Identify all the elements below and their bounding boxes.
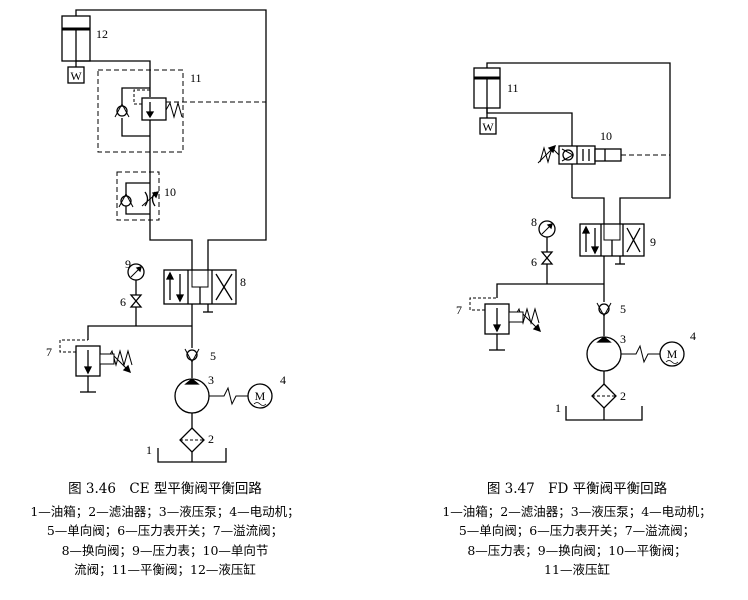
weight-label: W [70, 69, 82, 83]
legend-line: 5—单向阀；6—压力表开关；7—溢流阀； [458, 523, 696, 538]
legend-line: 8—压力表；9—换向阀；10—平衡阀； [467, 542, 687, 558]
figure-title: 图 3.47 FD 平衡阀平衡回路 [486, 481, 668, 497]
caption-left: 图 3.46 CE 型平衡阀平衡回路 1—油箱；2—滤油器；3—液压泵；4—电动… [0, 480, 330, 580]
label-12: 12 [96, 27, 108, 41]
check-valve-5 [596, 302, 612, 318]
label-6: 6 [531, 255, 537, 269]
oil-tank-1 [565, 406, 643, 421]
electric-motor-4: M [247, 383, 273, 409]
throttle-valve-10 [141, 183, 160, 214]
balance-valve-11 [133, 89, 266, 121]
directional-valve-9 [579, 223, 645, 265]
figure-title: 图 3.46 CE 型平衡阀平衡回路 [68, 481, 262, 497]
label-3: 3 [208, 373, 214, 387]
label-2: 2 [620, 389, 626, 403]
label-5: 5 [620, 302, 626, 316]
label-9: 9 [125, 257, 131, 271]
load-weight-left: W [67, 66, 85, 84]
label-9: 9 [650, 235, 656, 249]
motor-label: M [667, 347, 678, 361]
label-3: 3 [620, 332, 626, 346]
balance-valve-10 [537, 144, 670, 165]
hydraulic-cylinder-11 [473, 67, 501, 118]
label-7: 7 [46, 345, 52, 359]
motor-label: M [255, 389, 266, 403]
label-8: 8 [531, 215, 537, 229]
figure-3-47: W [456, 62, 696, 421]
oil-tank-1 [157, 448, 227, 463]
gauge-switch-6 [129, 294, 143, 308]
weight-label: W [482, 120, 494, 134]
label-2: 2 [208, 432, 214, 446]
caption-right: 图 3.47 FD 平衡阀平衡回路 1—油箱；2—滤油器；3—液压泵；4—电动机… [408, 480, 746, 580]
oil-filter-2 [591, 383, 617, 409]
directional-valve-8 [163, 269, 237, 313]
label-4: 4 [280, 373, 286, 387]
label-11: 11 [190, 71, 202, 85]
label-11: 11 [507, 81, 519, 95]
relief-valve-7 [469, 297, 542, 351]
label-5: 5 [210, 349, 216, 363]
legend-line: 流阀；11—平衡阀；12—液压缸 [74, 562, 256, 577]
check-valve-10 [118, 192, 134, 208]
label-4: 4 [690, 329, 696, 343]
gauge-switch-6 [540, 251, 554, 265]
hydraulic-pump-3 [174, 378, 210, 414]
label-10: 10 [600, 129, 612, 143]
electric-motor-4: M [659, 341, 685, 367]
legend-line: 1—油箱；2—滤油器；3—液压泵；4—电动机； [442, 503, 712, 519]
label-1: 1 [555, 401, 561, 415]
oil-filter-2 [179, 427, 205, 453]
check-valve-5 [184, 348, 200, 364]
relief-valve-7 [59, 339, 133, 393]
legend-line: 5—单向阀；6—压力表开关；7—溢流阀； [46, 523, 284, 538]
label-10: 10 [164, 185, 176, 199]
label-6: 6 [120, 295, 126, 309]
figure-3-46: W [46, 9, 286, 463]
label-8: 8 [240, 275, 246, 289]
hydraulic-pump-3 [586, 336, 622, 372]
legend-line: 11—液压缸 [544, 562, 610, 577]
label-7: 7 [456, 303, 462, 317]
legend-line: 1—油箱；2—滤油器；3—液压泵；4—电动机； [30, 503, 300, 519]
label-1: 1 [146, 443, 152, 457]
hydraulic-cylinder-12 [61, 15, 91, 67]
pressure-gauge-8 [538, 220, 556, 238]
load-weight-right: W [479, 117, 497, 135]
check-valve-11 [114, 102, 130, 118]
legend-line: 8—换向阀；9—压力表；10—单向节 [61, 542, 269, 558]
